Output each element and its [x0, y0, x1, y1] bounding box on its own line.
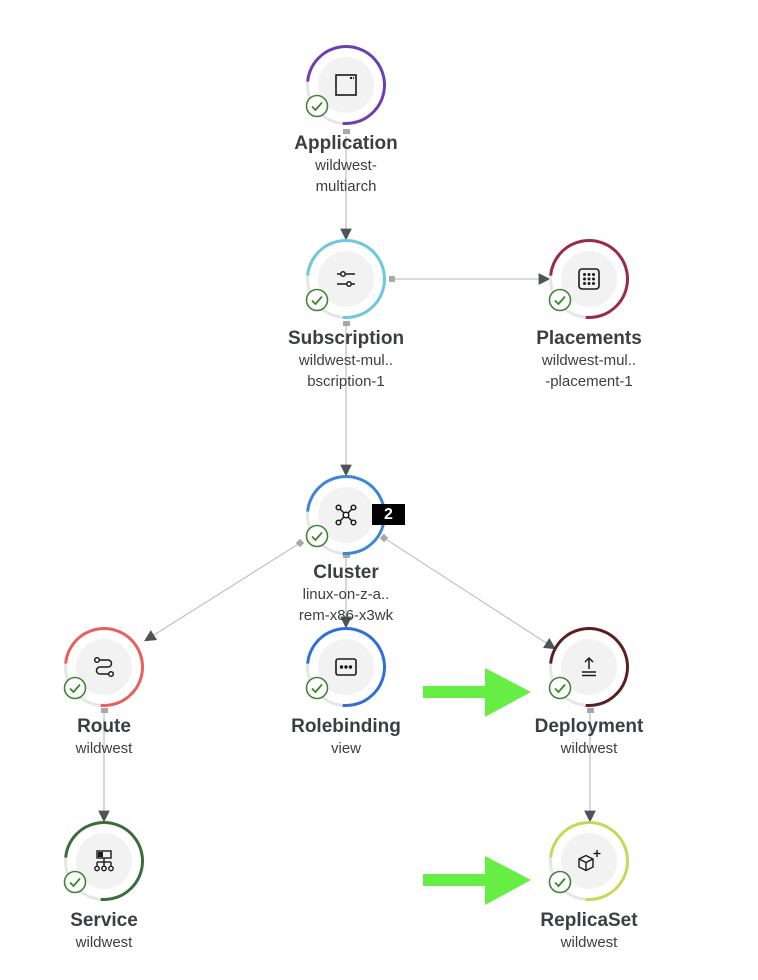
node-subtitle: wildwest- [315, 157, 377, 174]
route-icon [93, 656, 115, 678]
port-route-bottom [101, 708, 108, 713]
node-title: Route [77, 716, 131, 737]
node-label-route: Route wildwest [4, 716, 204, 759]
node-title: Cluster [313, 562, 379, 583]
node-title: Subscription [287, 328, 405, 349]
node-label-service: Service wildwest [4, 910, 204, 953]
success-check-icon [305, 676, 329, 700]
node-label-rolebinding: Rolebinding view [246, 716, 446, 759]
edge-cluster-deployment [383, 537, 556, 650]
node-subscription[interactable] [289, 222, 403, 336]
node-label-replicaset: ReplicaSet wildwest [489, 910, 689, 953]
node-route[interactable] [47, 610, 161, 724]
deployment-icon [582, 656, 596, 677]
node-replicaset[interactable] [532, 804, 646, 918]
callout-arrow-deployment [423, 668, 531, 717]
node-title: Deployment [534, 716, 644, 737]
node-title: Placements [536, 328, 642, 349]
success-check-icon [63, 870, 87, 894]
edge-ports [101, 129, 594, 713]
application-icon [335, 74, 357, 96]
service-icon [94, 850, 114, 872]
node-subtitle: wildwest [75, 740, 133, 757]
success-check-icon [548, 676, 572, 700]
placements-icon [578, 268, 600, 290]
port-application-bottom [343, 129, 350, 134]
subscription-icon [337, 271, 355, 287]
cluster-icon [335, 504, 357, 526]
node-subtitle: bscription-1 [307, 373, 385, 390]
node-title: ReplicaSet [540, 910, 638, 931]
node-subtitle: wildwest-mul.. [298, 352, 394, 369]
node-subtitle: view [330, 740, 361, 757]
edges [98, 136, 596, 823]
success-check-icon [305, 288, 329, 312]
node-cluster[interactable] [289, 458, 403, 572]
success-check-icon [305, 94, 329, 118]
node-label-subscription: Subscription wildwest-mul.. bscription-1 [246, 328, 446, 392]
node-label-deployment: Deployment wildwest [489, 716, 689, 759]
node-application[interactable] [289, 28, 403, 142]
success-check-icon [548, 288, 572, 312]
node-subtitle: wildwest [560, 934, 618, 951]
node-subtitle: wildwest-mul.. [541, 352, 637, 369]
replicaset-icon [578, 850, 601, 872]
node-subtitle: wildwest [75, 934, 133, 951]
node-subtitle: rem-x86-x3wk [298, 607, 394, 624]
node-label-cluster: Cluster linux-on-z-a.. rem-x86-x3wk [246, 562, 446, 626]
node-label-placements: Placements wildwest-mul.. -placement-1 [489, 328, 689, 392]
node-subtitle: -placement-1 [545, 373, 633, 390]
port-subscription-right [389, 276, 395, 282]
node-label-application: Application wildwest- multiarch [246, 133, 446, 197]
node-subtitle: wildwest [560, 740, 618, 757]
node-deployment[interactable] [532, 610, 646, 724]
node-subtitle: multiarch [315, 178, 377, 195]
node-placements[interactable] [532, 222, 646, 336]
node-title: Application [294, 133, 398, 154]
port-cluster-left [295, 538, 305, 548]
port-cluster-right [379, 533, 389, 543]
callout-arrow-replicaset [423, 856, 531, 905]
port-cluster-bottom [343, 553, 350, 558]
node-rolebinding[interactable] [289, 610, 403, 724]
callout-arrows [423, 668, 531, 905]
success-check-icon [548, 870, 572, 894]
success-check-icon [63, 676, 87, 700]
node-title: Service [70, 910, 138, 931]
node-title: Rolebinding [291, 716, 401, 737]
port-subscription-bottom [343, 321, 350, 326]
port-deployment-bottom [587, 708, 594, 713]
node-service[interactable] [47, 804, 161, 918]
success-check-icon [305, 524, 329, 548]
rolebinding-icon [335, 658, 357, 676]
edge-cluster-route [144, 542, 301, 642]
node-subtitle: linux-on-z-a.. [302, 586, 390, 603]
cluster-count-badge: 2 [372, 504, 405, 525]
